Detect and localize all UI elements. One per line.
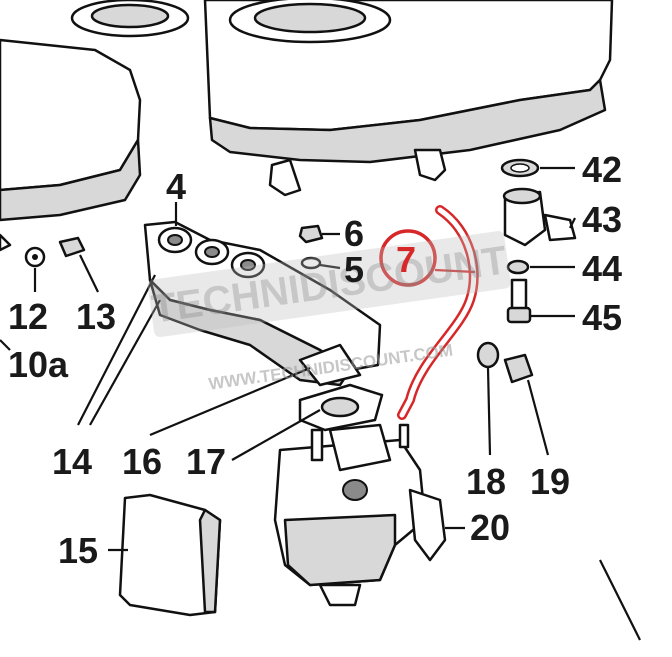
- callout-12: 12: [8, 296, 48, 337]
- nut-19: [503, 353, 534, 384]
- callout-5: 5: [344, 249, 364, 290]
- callout-45: 45: [582, 297, 622, 338]
- callout-14: 14: [52, 441, 92, 482]
- spacer-18: [476, 341, 500, 369]
- left-housing: [0, 38, 142, 252]
- callout-labels: 4 6 5 7 12 13 10a 14 16 17 18 19 20 15 4…: [8, 149, 622, 571]
- nut-44: [506, 259, 530, 275]
- callout-19: 19: [530, 461, 570, 502]
- carburetor-20: [273, 423, 447, 607]
- callout-15: 15: [58, 530, 98, 571]
- callout-7: 7: [396, 239, 416, 280]
- callout-18: 18: [466, 461, 506, 502]
- washer-42: [500, 158, 540, 178]
- fuel-line-7: [379, 205, 479, 420]
- callout-13: 13: [76, 296, 116, 337]
- callout-4: 4: [166, 166, 186, 207]
- callout-10a: 10a: [8, 344, 69, 385]
- screw-13: [58, 236, 86, 258]
- callout-17: 17: [186, 441, 226, 482]
- callout-43: 43: [582, 199, 622, 240]
- washer-5: [300, 256, 322, 270]
- leader-lines: [0, 166, 641, 641]
- nut-6: [298, 224, 324, 244]
- washer-12: [24, 246, 46, 268]
- callout-6: 6: [344, 213, 364, 254]
- callout-42: 42: [582, 149, 622, 190]
- fuel-tank: [70, 0, 614, 197]
- bolt-45: [506, 278, 532, 324]
- callout-16: 16: [122, 441, 162, 482]
- cover-plate-15: [118, 493, 222, 617]
- callout-44: 44: [582, 248, 622, 289]
- valve-43: [502, 187, 577, 247]
- callout-20: 20: [470, 507, 510, 548]
- exhaust-manifold: [143, 220, 382, 387]
- gasket-17: [298, 383, 384, 432]
